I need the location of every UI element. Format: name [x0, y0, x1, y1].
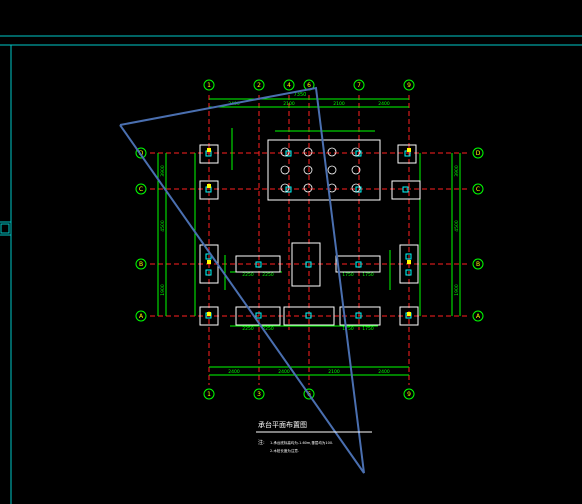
svg-text:C: C: [139, 186, 143, 193]
axis-bubbles-top: 1 2 4 6 7 9: [203, 79, 415, 91]
svg-text:A: A: [139, 313, 144, 320]
svg-text:B: B: [139, 261, 143, 268]
svg-text:B: B: [476, 261, 480, 268]
top-dimension: 2100: [283, 101, 295, 107]
pile-cap: [397, 144, 417, 164]
right-dimension: 1900: [454, 284, 460, 296]
axis-bubble-bottom: 3: [253, 388, 265, 400]
bottom-dimension: 2400: [278, 369, 290, 375]
svg-text:A: A: [476, 313, 481, 320]
svg-text:1: 1: [207, 391, 211, 398]
axis-bubble-top: 7: [353, 79, 365, 91]
axis-bubble-left: C: [135, 183, 147, 195]
selection-outline: [119, 86, 365, 474]
left-dimension: 3900: [160, 165, 166, 177]
notes-label: 注:: [258, 439, 265, 446]
block-dimension-labels: 2250 2250 1750 1750 2250 2250 1750 1750: [242, 272, 374, 332]
central-pile-cap: [267, 139, 381, 201]
left-dimensions: 3900 4500 1900: [160, 165, 166, 296]
axis-bubble-bottom: 9: [403, 388, 415, 400]
svg-text:3: 3: [257, 391, 261, 398]
pile-cap: [335, 255, 381, 273]
pile-cap: [391, 180, 421, 200]
pile-cap: [235, 306, 281, 326]
block-dimension: 1750: [362, 326, 374, 332]
bottom-dimensions: 2400 2400 2100 2400: [228, 369, 390, 375]
right-dimension: 4500: [454, 220, 460, 232]
block-dimension: 2250: [242, 326, 254, 332]
bottom-dimension: 2400: [378, 369, 390, 375]
block-dimension: 2250: [242, 272, 254, 278]
pile-cap: [283, 306, 335, 326]
left-dimension: 4500: [160, 220, 166, 232]
pile-cap: [235, 255, 281, 273]
svg-text:9: 9: [407, 82, 411, 89]
drawing-frame: [0, 35, 582, 504]
pile-circles: [280, 147, 361, 193]
axis-bubble-top: 4: [283, 79, 295, 91]
pile-cap: [399, 306, 419, 326]
top-overall-dimension: 7350: [294, 92, 307, 98]
axis-bubble-bottom: 1: [203, 388, 215, 400]
pile-cap: [199, 306, 219, 326]
bottom-dimension: 2100: [328, 369, 340, 375]
pile-cap: [291, 242, 321, 287]
note-line-2: 2.木桩长度为注意.: [270, 448, 299, 453]
svg-text:6: 6: [307, 82, 311, 89]
pile-cap: [199, 144, 219, 164]
top-dimension: 2400: [378, 101, 390, 107]
svg-text:7: 7: [357, 82, 361, 89]
right-dimension: 3900: [454, 165, 460, 177]
pile-cap: [399, 244, 419, 284]
axis-bubble-top: 9: [403, 79, 415, 91]
left-dimension: 1900: [160, 284, 166, 296]
bottom-dimension: 2400: [228, 369, 240, 375]
svg-text:1: 1: [207, 82, 211, 89]
svg-text:9: 9: [407, 391, 411, 398]
pile-cap: [199, 180, 219, 200]
axis-bubble-left: B: [135, 258, 147, 270]
axis-grid-lines: [150, 95, 470, 385]
block-dimension: 2250: [262, 326, 274, 332]
axis-bubbles-right: D C B A: [472, 147, 484, 322]
svg-text:2: 2: [257, 82, 261, 89]
block-dimension: 1750: [342, 272, 354, 278]
block-dimension: 1750: [362, 272, 374, 278]
block-dimension: 2250: [262, 272, 274, 278]
axis-bubble-top: 2: [253, 79, 265, 91]
right-dimensions: 3900 4500 1900: [454, 165, 460, 296]
axis-bubble-right: D: [472, 147, 484, 159]
block-dimension: 1750: [342, 326, 354, 332]
top-dimension: 2100: [333, 101, 345, 107]
pile-cap: [339, 306, 381, 326]
axis-bubble-right: C: [472, 183, 484, 195]
svg-text:C: C: [476, 186, 480, 193]
svg-text:4: 4: [287, 82, 291, 89]
axis-bubble-left: A: [135, 310, 147, 322]
axis-bubble-right: A: [472, 310, 484, 322]
svg-text:D: D: [476, 150, 481, 157]
columns: [207, 148, 411, 316]
axis-bubble-top: 1: [203, 79, 215, 91]
pile-caps: [199, 144, 421, 326]
drawing-title: 承台平面布置图: [258, 420, 307, 429]
piles: [205, 150, 412, 319]
axis-bubble-right: B: [472, 258, 484, 270]
note-line-1: 1.承台底标高均为-1.60m,垂层均为100.: [270, 440, 333, 445]
